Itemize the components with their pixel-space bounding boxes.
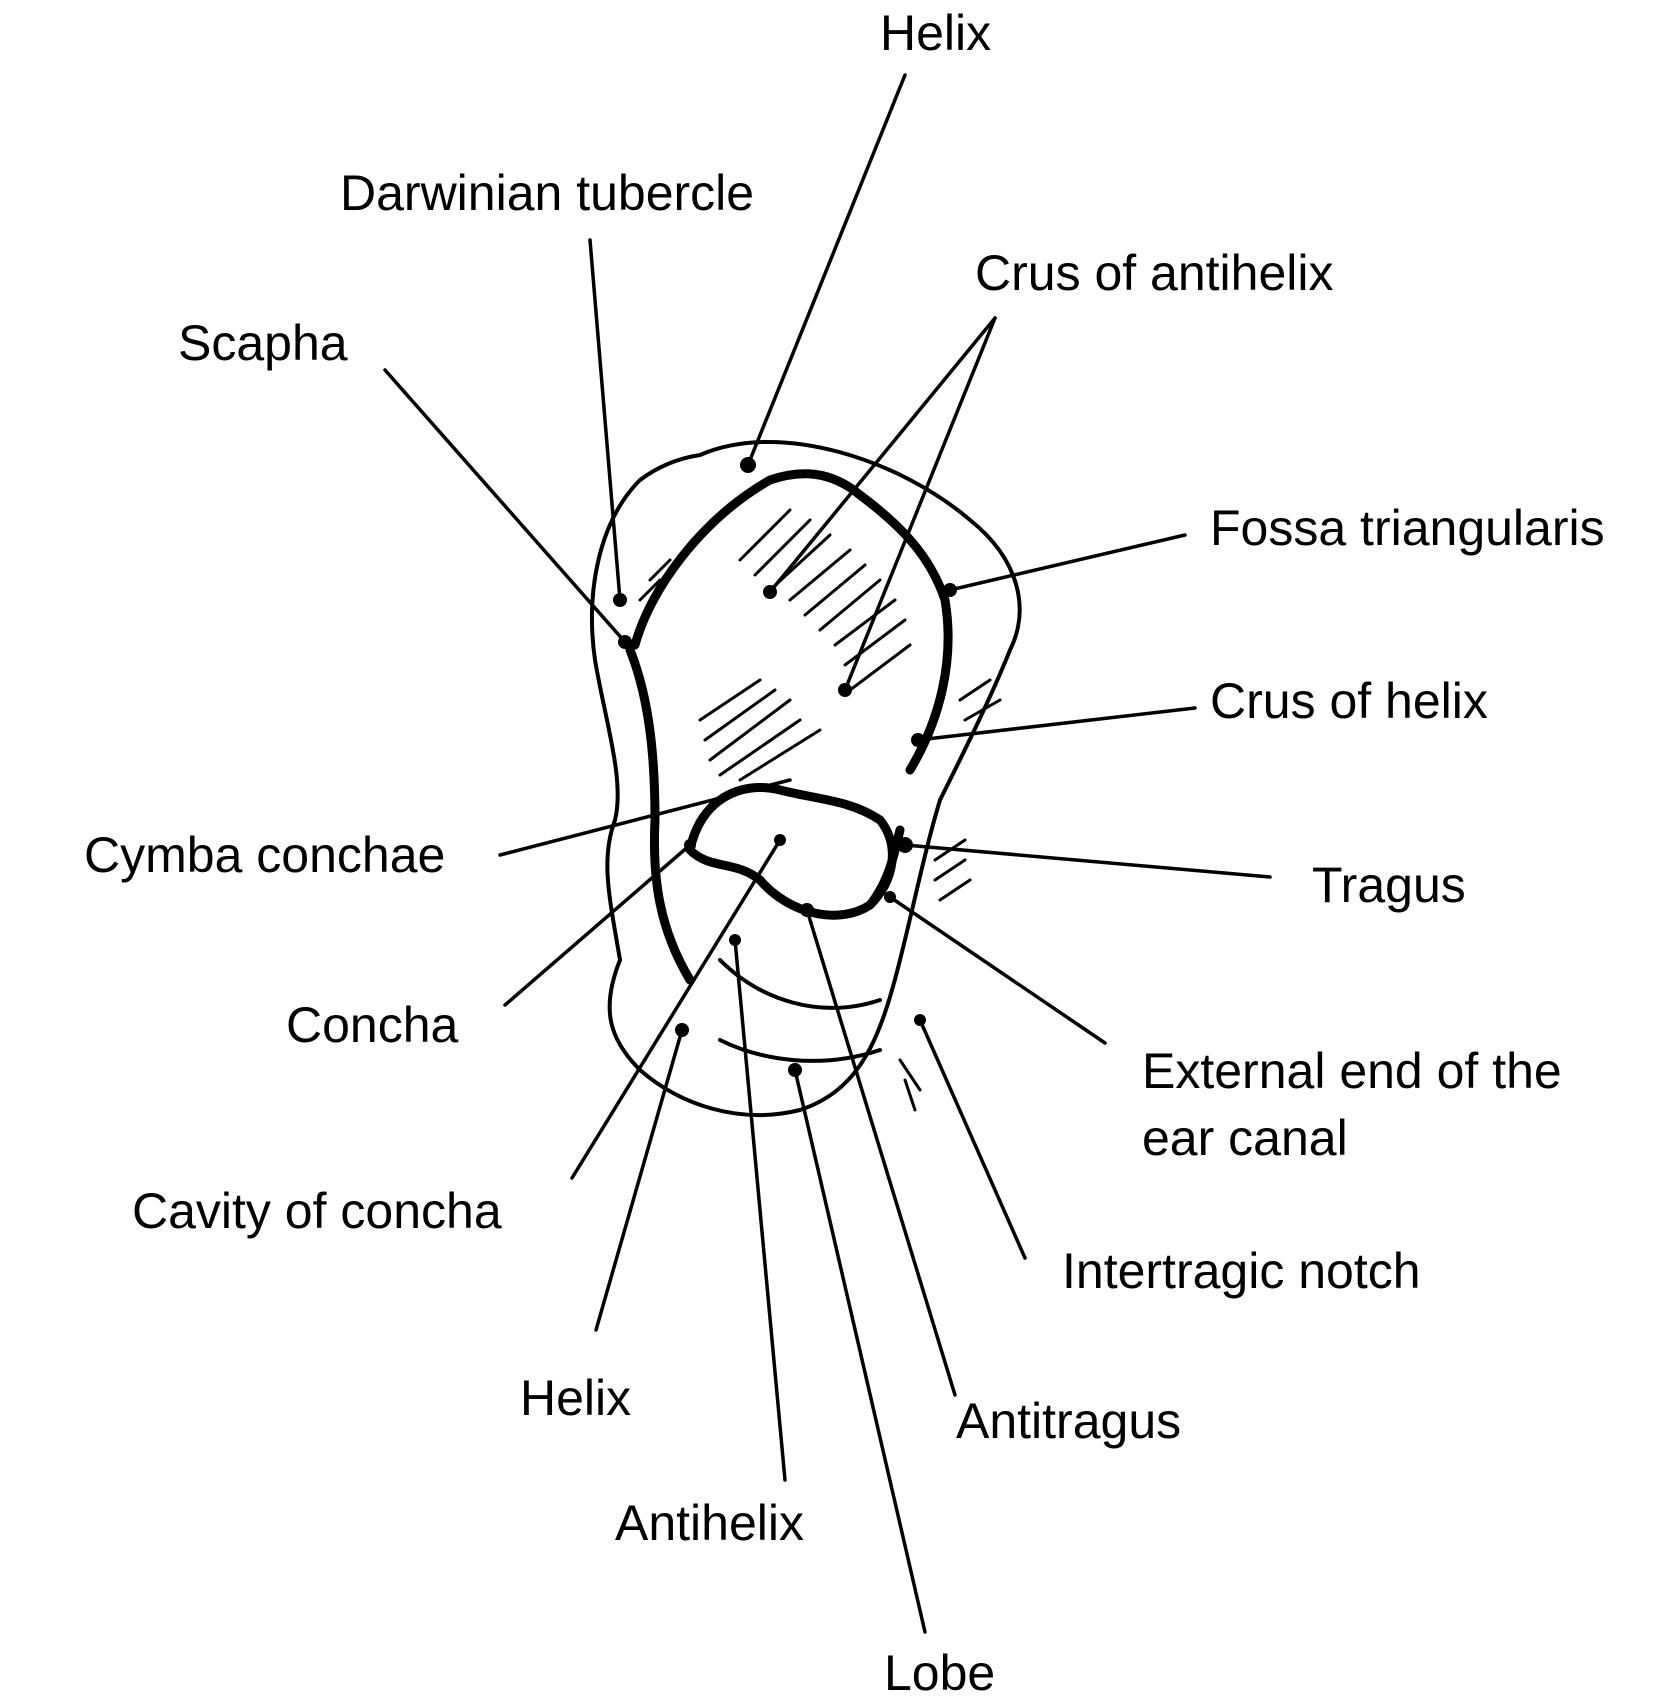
label-antitragus: Antitragus	[956, 1393, 1181, 1449]
leader-intertragic-notch	[918, 1018, 1027, 1260]
ear-tragus	[865, 825, 905, 910]
leader-antihelix	[733, 938, 787, 1482]
dot-crus-of-helix	[911, 733, 925, 747]
ear-concha-bowl	[685, 783, 897, 920]
dot-fossa-triangularis	[943, 583, 957, 597]
leader-scapha	[383, 368, 627, 644]
label-external-end-line1: External end of the	[1142, 1043, 1562, 1099]
label-cavity-of-concha: Cavity of concha	[132, 1183, 502, 1239]
label-darwinian-tubercle: Darwinian tubercle	[340, 165, 754, 221]
label-lobe: Lobe	[884, 1645, 995, 1701]
leader-crus-of-helix	[916, 706, 1197, 742]
label-fossa-triangularis: Fossa triangularis	[1210, 500, 1605, 556]
dot-external-ear-canal	[884, 891, 896, 903]
ear-hatching	[638, 508, 1002, 1112]
dot-scapha	[618, 635, 632, 649]
leader-helix-top	[746, 73, 907, 467]
ear-outer-rim	[590, 440, 1022, 1118]
ear-illustration	[590, 440, 1022, 1118]
dot-helix-top	[740, 457, 756, 473]
ear-lobe-stroke	[718, 958, 882, 1010]
leader-external-ear-canal	[888, 895, 1107, 1045]
leader-cavity-of-concha	[570, 838, 782, 1180]
ear-inner-helix	[630, 469, 953, 775]
dot-intertragic-notch	[914, 1014, 926, 1026]
dot-darwinian-tubercle	[613, 593, 627, 607]
dot-lobe	[788, 1063, 802, 1077]
ear-antihelix-curve	[625, 645, 695, 985]
label-crus-of-antihelix: Crus of antihelix	[975, 245, 1334, 301]
label-external-end-line2: ear canal	[1142, 1110, 1348, 1166]
leader-lines	[383, 73, 1272, 1634]
leader-crus-antihelix-b	[843, 316, 997, 692]
dot-crus-antihelix-b	[838, 683, 852, 697]
leader-helix-bottom	[594, 1028, 684, 1332]
label-intertragic-notch: Intertragic notch	[1062, 1243, 1421, 1299]
dot-antitragus	[800, 903, 814, 917]
leader-concha	[503, 843, 692, 1007]
leader-darwinian-tubercle	[588, 238, 622, 602]
leader-lobe	[793, 1068, 927, 1634]
leader-antitragus	[805, 908, 957, 1397]
label-helix-top: Helix	[880, 5, 991, 61]
leader-cymba-conchae	[498, 778, 792, 857]
target-dots	[613, 457, 957, 1077]
dot-cavity-of-concha	[774, 834, 786, 846]
labels: Helix Darwinian tubercle Crus of antihel…	[84, 5, 1605, 1701]
ear-lobe-inner	[718, 1038, 882, 1063]
label-cymba-conchae: Cymba conchae	[84, 827, 445, 883]
dot-crus-antihelix-a	[763, 585, 777, 599]
leader-tragus	[903, 843, 1272, 879]
dot-helix-bottom	[675, 1023, 689, 1037]
dot-antihelix	[729, 934, 741, 946]
label-antihelix: Antihelix	[615, 1495, 804, 1551]
dot-concha	[684, 839, 696, 851]
label-scapha: Scapha	[178, 315, 348, 371]
label-concha: Concha	[286, 997, 459, 1053]
label-tragus: Tragus	[1312, 857, 1466, 913]
leader-fossa-triangularis	[948, 533, 1187, 592]
leader-crus-antihelix-a	[768, 316, 997, 594]
label-crus-of-helix: Crus of helix	[1210, 673, 1488, 729]
dot-tragus	[897, 837, 913, 853]
label-helix-bottom: Helix	[520, 1370, 631, 1426]
